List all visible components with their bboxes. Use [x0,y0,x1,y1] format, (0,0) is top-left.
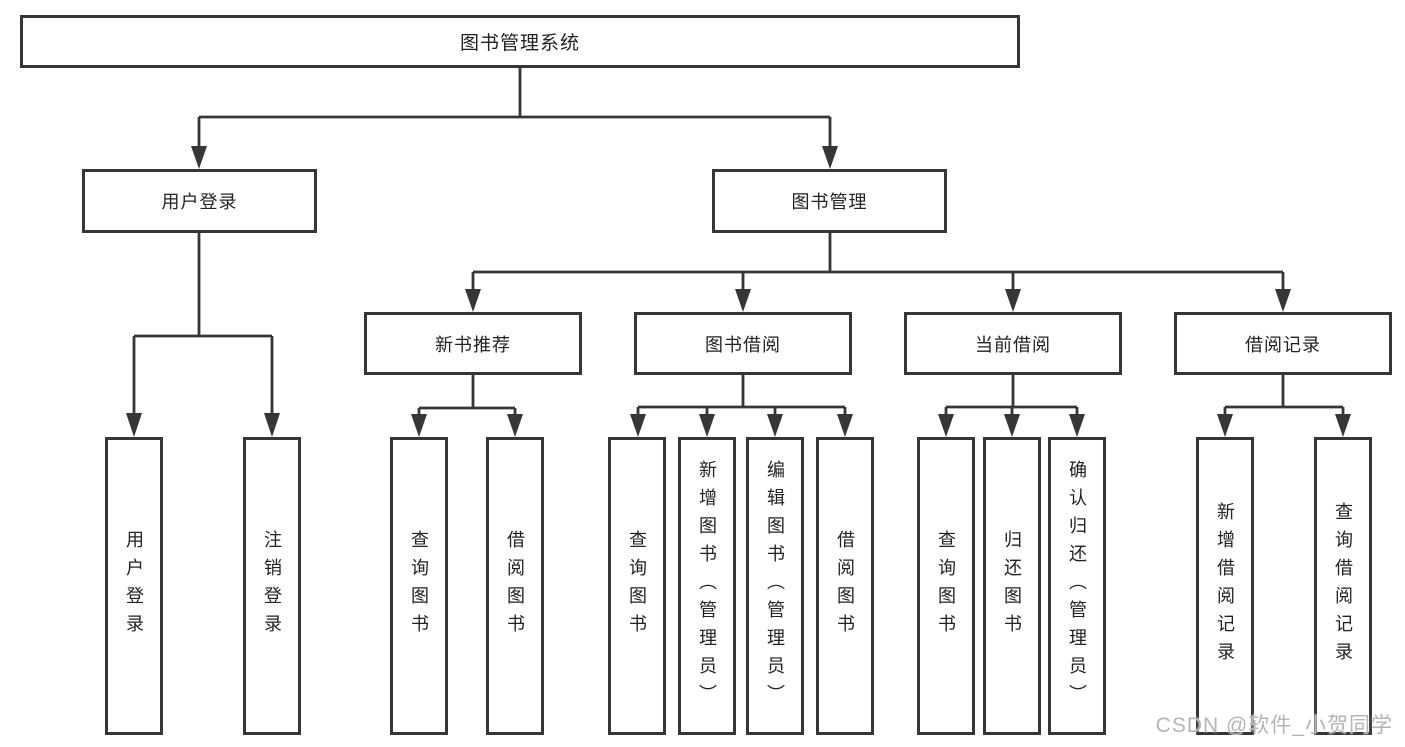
leaf-query-borrow-record-label: 查询借阅记录 [1333,502,1353,670]
node-root-system: 图书管理系统 [20,15,1020,68]
leaf-add-borrow-record-label: 新增借阅记录 [1215,502,1235,670]
leaf-edit-books-admin: 编辑图书（管理员） [746,437,804,735]
leaf-borrowing-borrow-books: 借阅图书 [816,437,874,735]
node-book-management: 图书管理 [712,169,947,233]
leaf-return-books: 归还图书 [983,437,1041,735]
leaf-recommend-borrow-books: 借阅图书 [486,437,544,735]
leaf-return-books-label: 归还图书 [1002,530,1022,642]
node-root-system-label: 图书管理系统 [459,33,580,54]
node-current-borrowing: 当前借阅 [904,312,1122,375]
leaf-logout: 注销登录 [243,437,301,735]
leaf-borrowing-query-books: 查询图书 [608,437,666,735]
leaf-recommend-query-books-label: 查询图书 [409,530,429,642]
node-borrowing-records: 借阅记录 [1174,312,1392,375]
node-book-management-label: 图书管理 [791,192,868,212]
node-user-login-branch: 用户登录 [82,169,317,233]
node-new-book-recommend-label: 新书推荐 [435,334,511,355]
leaf-user-login: 用户登录 [105,437,163,735]
leaf-add-borrow-record: 新增借阅记录 [1196,437,1254,735]
node-user-login-branch-label: 用户登录 [161,192,238,212]
leaf-add-books-admin: 新增图书（管理员） [678,437,736,735]
leaf-query-borrow-record: 查询借阅记录 [1314,437,1372,735]
leaf-current-query-books: 查询图书 [917,437,975,735]
node-new-book-recommend: 新书推荐 [364,312,582,375]
leaf-edit-books-admin-label: 编辑图书（管理员） [765,460,785,712]
watermark: CSDN @软件_小贺同学 [1155,714,1393,737]
leaf-confirm-return-admin-label: 确认归还（管理员） [1067,460,1087,712]
node-borrowing-records-label: 借阅记录 [1245,334,1321,355]
leaf-borrowing-borrow-books-label: 借阅图书 [835,530,855,642]
leaf-borrowing-query-books-label: 查询图书 [627,530,647,642]
node-book-borrowing-label: 图书借阅 [705,334,781,355]
leaf-user-login-label: 用户登录 [124,530,144,642]
leaf-recommend-query-books: 查询图书 [390,437,448,735]
node-current-borrowing-label: 当前借阅 [975,334,1051,355]
node-book-borrowing: 图书借阅 [634,312,852,375]
leaf-confirm-return-admin: 确认归还（管理员） [1048,437,1106,735]
leaf-current-query-books-label: 查询图书 [936,530,956,642]
leaf-recommend-borrow-books-label: 借阅图书 [505,530,525,642]
leaf-add-books-admin-label: 新增图书（管理员） [697,460,717,712]
leaf-logout-label: 注销登录 [262,530,282,642]
